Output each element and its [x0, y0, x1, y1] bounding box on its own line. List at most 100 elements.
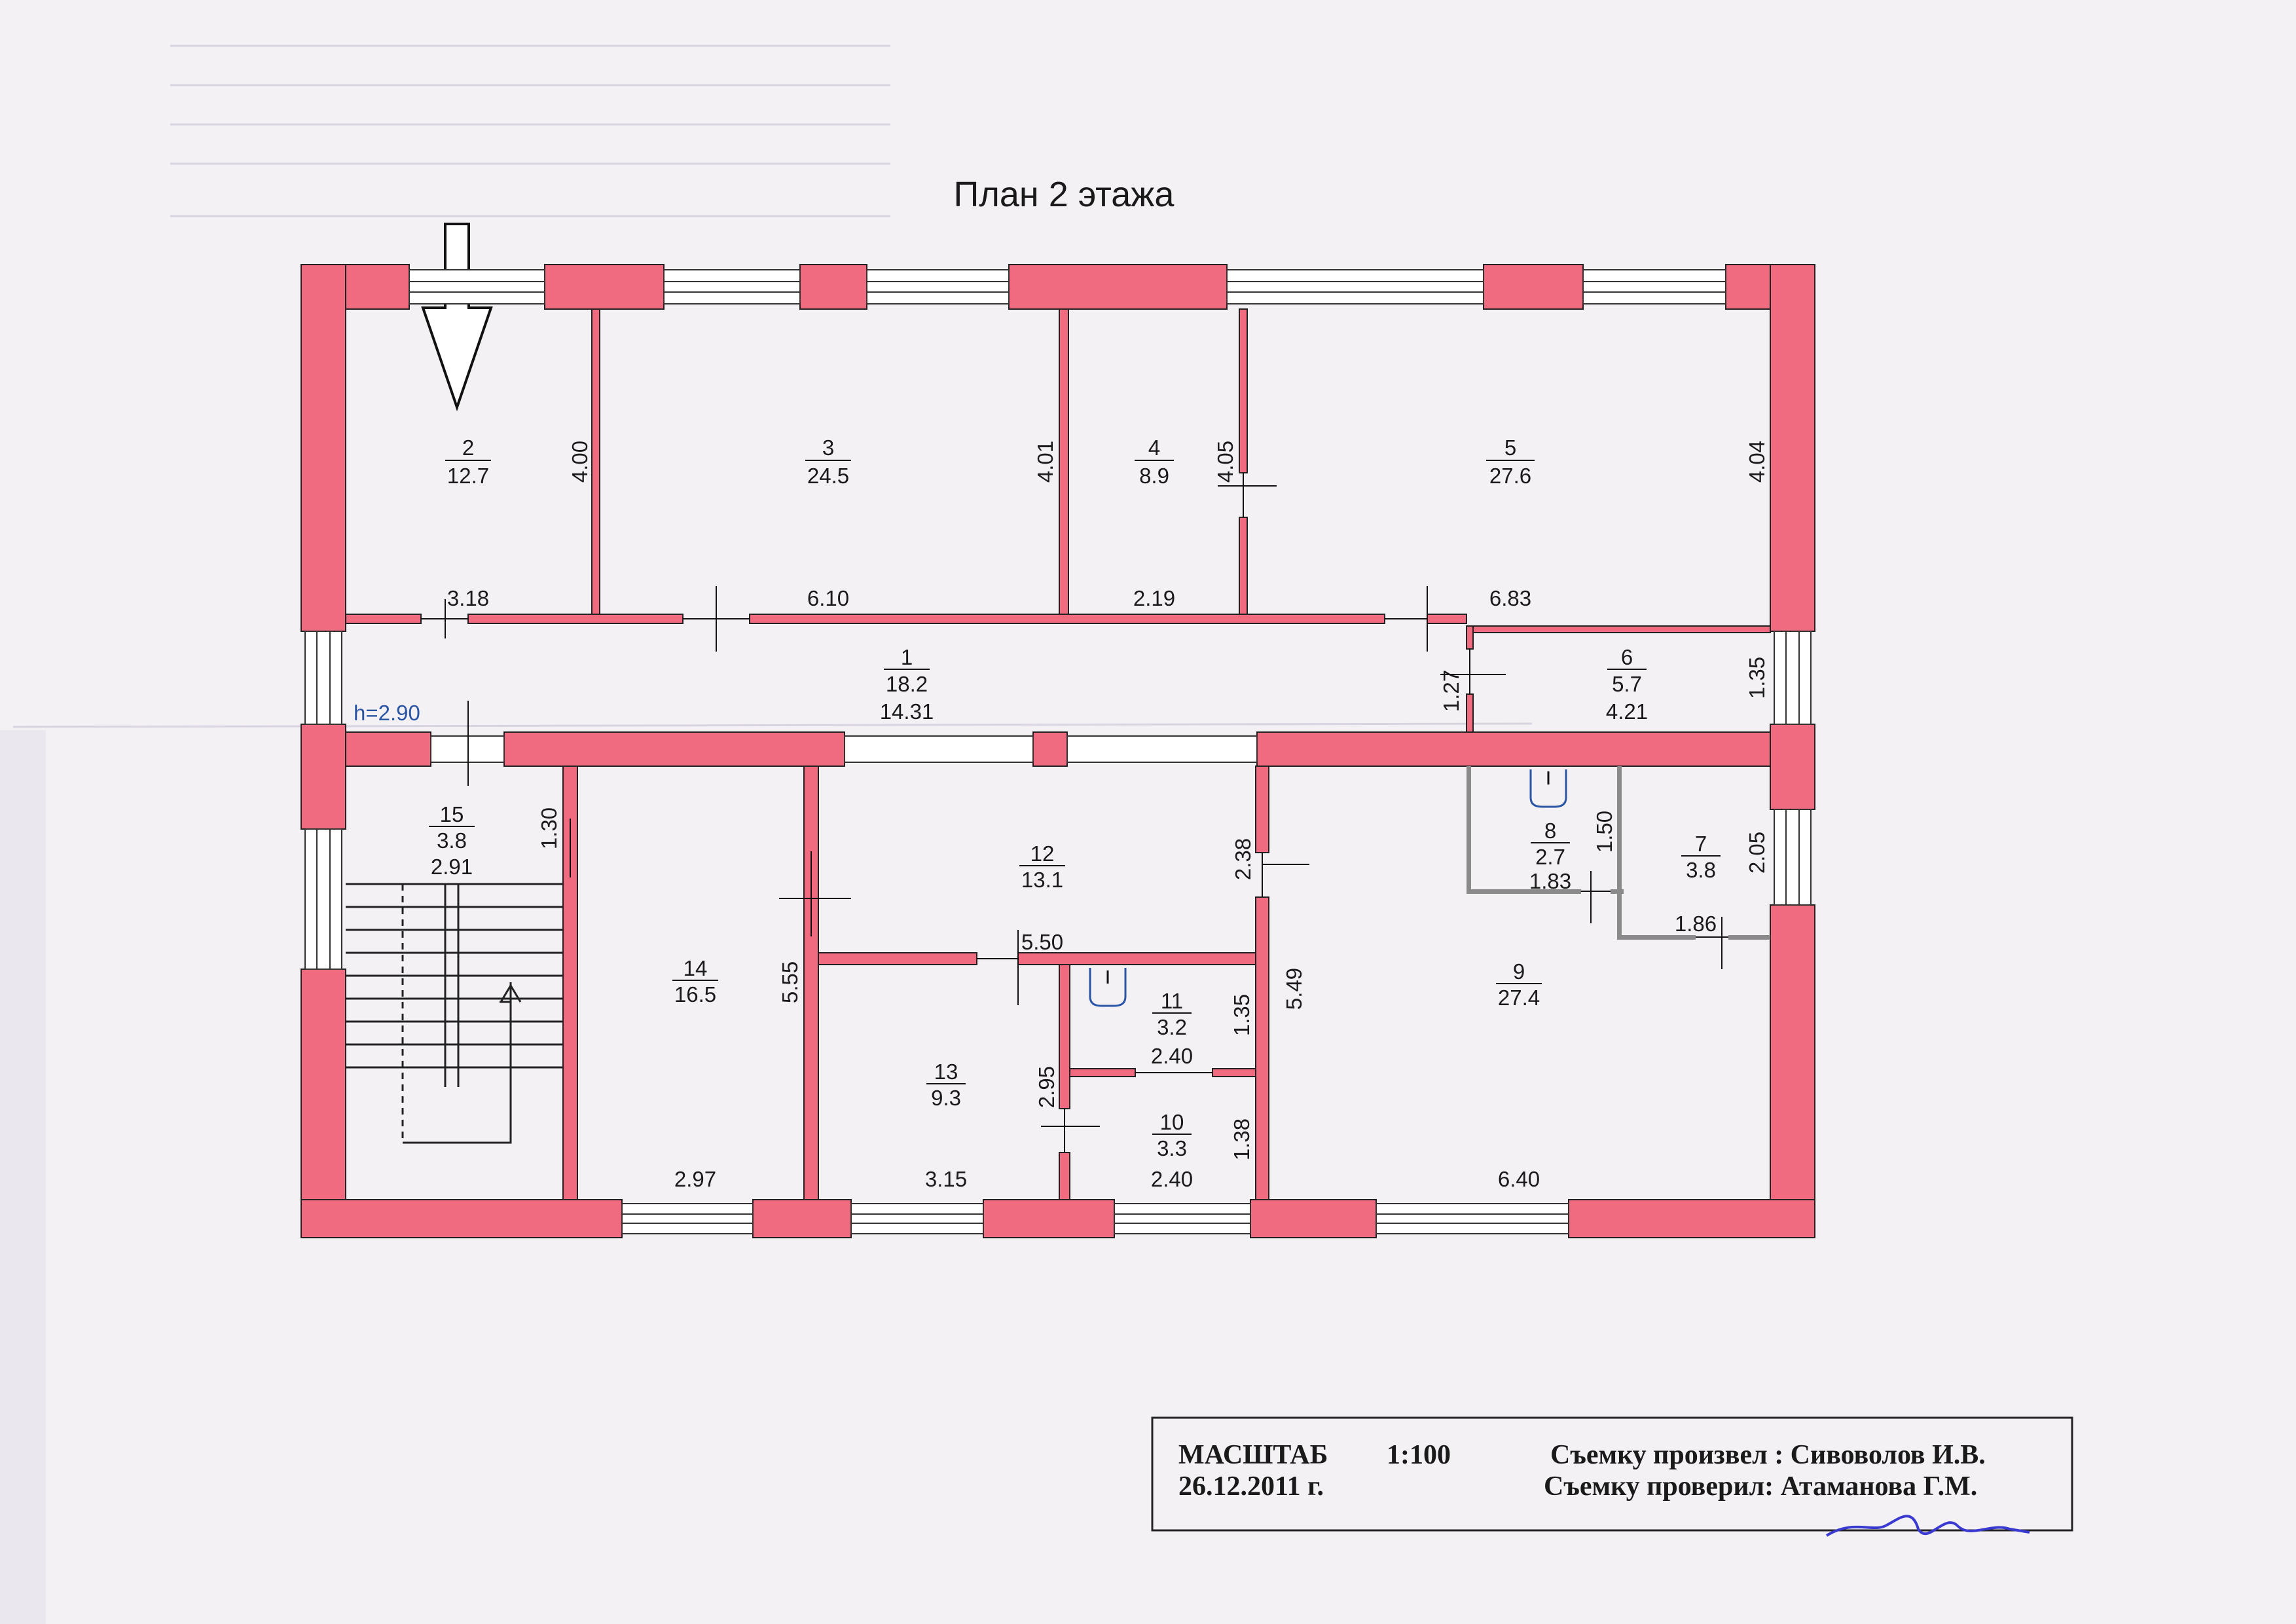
wall	[752, 1199, 852, 1238]
window	[1226, 269, 1484, 304]
wall	[301, 264, 346, 632]
room-dimension: 14.31	[880, 699, 934, 724]
wall	[1617, 935, 1696, 940]
room-dimension: 2.40	[1151, 1167, 1193, 1191]
room-10-label: 10 3.3 2.40	[1151, 1110, 1193, 1191]
wall	[301, 724, 346, 830]
wall	[301, 969, 346, 1238]
wall	[1770, 904, 1815, 1238]
wall	[1059, 308, 1069, 615]
room-9-label: 9 27.4	[1496, 959, 1542, 1010]
dim-room-14-width: 2.97	[674, 1167, 716, 1191]
room-area: 16.5	[674, 982, 716, 1006]
room-7-label: 7 3.8	[1681, 832, 1721, 882]
window	[1582, 269, 1726, 304]
dim-room-7-width: 1.86	[1675, 912, 1717, 936]
window	[621, 1203, 754, 1234]
wall	[1770, 724, 1815, 810]
wall	[544, 264, 665, 310]
door	[1440, 649, 1506, 694]
room-2-label: 2 12.7	[445, 435, 491, 488]
window	[1774, 809, 1812, 906]
room-number: 2	[462, 435, 474, 460]
room-area: 3.2	[1157, 1015, 1187, 1039]
window	[850, 1203, 984, 1234]
dim-room-8-height: 1.50	[1592, 811, 1616, 853]
wall	[301, 1199, 623, 1238]
windows	[304, 269, 1812, 1234]
dim-room-6-height: 1.35	[1745, 657, 1769, 699]
wall	[1017, 952, 1264, 965]
wall	[1568, 1199, 1815, 1238]
window	[663, 269, 801, 304]
wall	[503, 731, 845, 767]
title-block: МАСШТАБ 1:100 26.12.2011 г. Съемку произ…	[1151, 1416, 2073, 1537]
wall	[799, 264, 867, 310]
window	[1376, 1203, 1569, 1234]
room-area: 5.7	[1612, 672, 1642, 696]
door	[1041, 1109, 1100, 1153]
signature-mark	[1825, 1515, 2030, 1537]
room-5-label: 5 27.6	[1486, 435, 1535, 488]
dim-room-12-height: 2.38	[1231, 838, 1255, 880]
wall	[1255, 766, 1269, 853]
wall	[1255, 896, 1269, 1200]
wall	[803, 766, 819, 1200]
dim-room-3-height: 4.01	[1033, 441, 1057, 483]
room-14-label: 14 16.5	[672, 956, 718, 1006]
room-area: 12.7	[447, 464, 489, 488]
room-area: 13.1	[1021, 868, 1063, 892]
sink-icon	[1089, 968, 1127, 1007]
door	[421, 599, 468, 638]
wall	[1617, 766, 1622, 939]
door	[1385, 586, 1428, 652]
wall	[1466, 625, 1474, 650]
wall	[1069, 1068, 1136, 1077]
room-3-label: 3 24.5	[805, 435, 851, 488]
room-number: 10	[1160, 1110, 1184, 1134]
room-area: 2.7	[1535, 845, 1565, 869]
room-8-label: 8 2.7 1.83	[1529, 819, 1571, 893]
wall	[1467, 766, 1471, 893]
wall	[1250, 1199, 1377, 1238]
wall	[818, 952, 977, 965]
door	[1581, 871, 1611, 923]
wall	[1059, 1152, 1070, 1200]
wall	[1467, 889, 1581, 894]
dim-room-2-height: 4.00	[568, 441, 592, 483]
dim-room-10-height: 1.38	[1230, 1118, 1254, 1160]
dim-room-7-height: 2.05	[1745, 832, 1769, 874]
door	[1262, 853, 1309, 897]
room-area: 27.6	[1489, 464, 1531, 488]
walls	[301, 264, 1815, 1238]
room-area: 9.3	[931, 1086, 961, 1110]
dim-room-5-width: 6.83	[1489, 586, 1531, 610]
doorway	[844, 735, 1034, 763]
doors	[421, 473, 1728, 1153]
room-13-label: 13 9.3	[926, 1060, 966, 1110]
room-12-label: 12 13.1	[1019, 841, 1065, 892]
sink-icon	[1529, 769, 1567, 808]
survey-date: 26.12.2011 г.	[1178, 1471, 1324, 1502]
wall	[591, 308, 600, 615]
wall	[467, 614, 683, 624]
room-15-label: 15 3.8 2.91	[429, 802, 475, 879]
window	[304, 631, 342, 725]
dim-room-1-height: 1.27	[1439, 670, 1463, 712]
wall	[749, 614, 1385, 624]
background-artifacts	[12, 45, 1533, 728]
dim-room-3-width: 6.10	[807, 586, 849, 610]
window	[1774, 631, 1812, 725]
fixtures	[1089, 769, 1567, 1007]
room-area: 24.5	[807, 464, 849, 488]
room-number: 1	[901, 645, 913, 669]
wall	[983, 1199, 1115, 1238]
wall	[1059, 964, 1070, 1109]
wall	[1728, 935, 1770, 940]
window	[866, 269, 1010, 304]
room-dimension: 1.83	[1529, 869, 1571, 893]
sheet-fold	[0, 730, 46, 1624]
room-number: 8	[1544, 819, 1556, 843]
surveyed-by: Съемку произвел : Сивоволов И.В.	[1550, 1440, 1986, 1470]
